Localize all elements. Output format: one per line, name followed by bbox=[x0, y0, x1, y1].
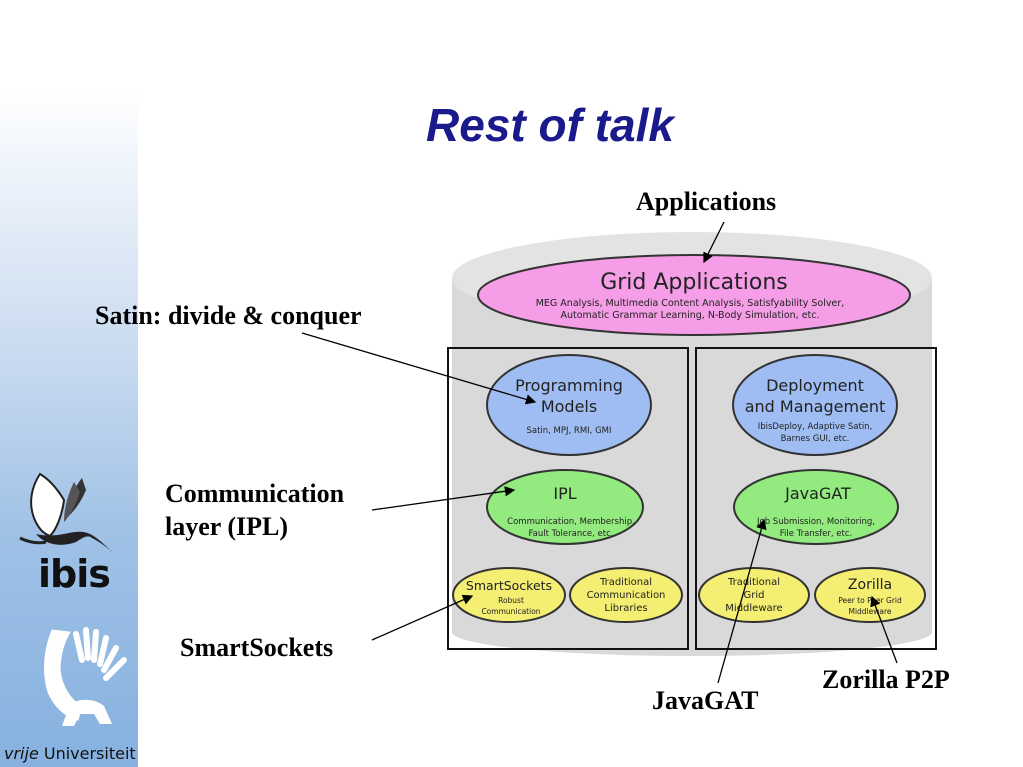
applications-label: Applications bbox=[636, 187, 777, 216]
javagat-sub1: Job Submission, Monitoring, bbox=[756, 517, 875, 527]
deployment-ellipse bbox=[732, 354, 898, 456]
zorilla-label: Zorilla P2P bbox=[822, 665, 950, 694]
grid-applications-title: Grid Applications bbox=[600, 270, 788, 295]
right-stack-box bbox=[695, 347, 937, 650]
programming-models-ellipse bbox=[486, 354, 652, 456]
deployment-sub2: Barnes GUI, etc. bbox=[781, 434, 850, 444]
smartsockets-sub2: Communication bbox=[481, 607, 540, 616]
deployment-line1: Deployment bbox=[766, 376, 864, 395]
smartsockets-sub1: Robust bbox=[498, 596, 524, 605]
communication-label-line1: Communication bbox=[165, 479, 345, 508]
programming-models-sub: Satin, MPJ, RMI, GMI bbox=[526, 426, 611, 436]
zorilla-title: Zorilla bbox=[848, 577, 892, 593]
applications-arrow bbox=[703, 221, 725, 264]
javagat-ellipse bbox=[733, 469, 899, 545]
traditional-grid-ellipse bbox=[698, 567, 810, 623]
ibis-bird-icon bbox=[19, 472, 114, 554]
communication-label-line2: layer (IPL) bbox=[165, 512, 288, 541]
deployment-sub1: IbisDeploy, Adaptive Satin, bbox=[758, 422, 873, 432]
javagat-title: JavaGAT bbox=[784, 484, 851, 503]
communication-arrow bbox=[371, 486, 516, 511]
traditional-grid-line3: Middleware bbox=[725, 603, 782, 614]
traditional-comm-ellipse bbox=[569, 567, 683, 623]
javagat-label: JavaGAT bbox=[652, 686, 759, 715]
smartsockets-label: SmartSockets bbox=[180, 633, 334, 662]
vu-logo-rest: Universiteit bbox=[38, 744, 136, 763]
grid-applications-line1: MEG Analysis, Multimedia Content Analysi… bbox=[536, 298, 845, 309]
satin-arrow bbox=[301, 332, 537, 405]
satin-label: Satin: divide & conquer bbox=[95, 301, 362, 330]
ipl-sub1: Communication, Membership, bbox=[507, 517, 635, 527]
programming-models-line2: Models bbox=[541, 397, 597, 416]
ipl-sub2: Fault Tolerance, etc. bbox=[529, 529, 614, 539]
zorilla-sub1: Peer to Peer Grid bbox=[838, 596, 902, 605]
traditional-grid-line2: Grid bbox=[744, 590, 765, 601]
smartsockets-ellipse bbox=[452, 567, 566, 623]
grid-applications-line2: Automatic Grammar Learning, N-Body Simul… bbox=[560, 310, 819, 321]
zorilla-arrow bbox=[870, 595, 898, 664]
slide-title: Rest of talk bbox=[426, 99, 674, 151]
vu-logo-italic: vrije bbox=[4, 744, 39, 763]
sidebar-gradient bbox=[0, 0, 138, 767]
left-stack-box bbox=[447, 347, 689, 650]
zorilla-sub2: Middleware bbox=[848, 607, 891, 616]
traditional-grid-line1: Traditional bbox=[727, 577, 780, 588]
ipl-title: IPL bbox=[553, 484, 576, 503]
grid-applications-ellipse bbox=[477, 254, 911, 336]
javagat-arrow bbox=[717, 518, 767, 684]
traditional-comm-line1: Traditional bbox=[599, 577, 652, 588]
smartsockets-title: SmartSockets bbox=[466, 578, 552, 593]
zorilla-ellipse bbox=[814, 567, 926, 623]
vu-griffin-icon bbox=[44, 627, 127, 726]
traditional-comm-line2: Communication bbox=[587, 590, 666, 601]
javagat-sub2: File Transfer, etc. bbox=[780, 529, 852, 539]
traditional-comm-line3: Libraries bbox=[604, 603, 647, 614]
deployment-line2: and Management bbox=[745, 397, 886, 416]
vu-logo-text: vrije Universiteit bbox=[4, 744, 136, 763]
smartsockets-arrow bbox=[371, 594, 474, 641]
ipl-ellipse bbox=[486, 469, 644, 545]
ibis-logo-text: ibis bbox=[38, 552, 111, 596]
programming-models-line1: Programming bbox=[515, 376, 623, 395]
